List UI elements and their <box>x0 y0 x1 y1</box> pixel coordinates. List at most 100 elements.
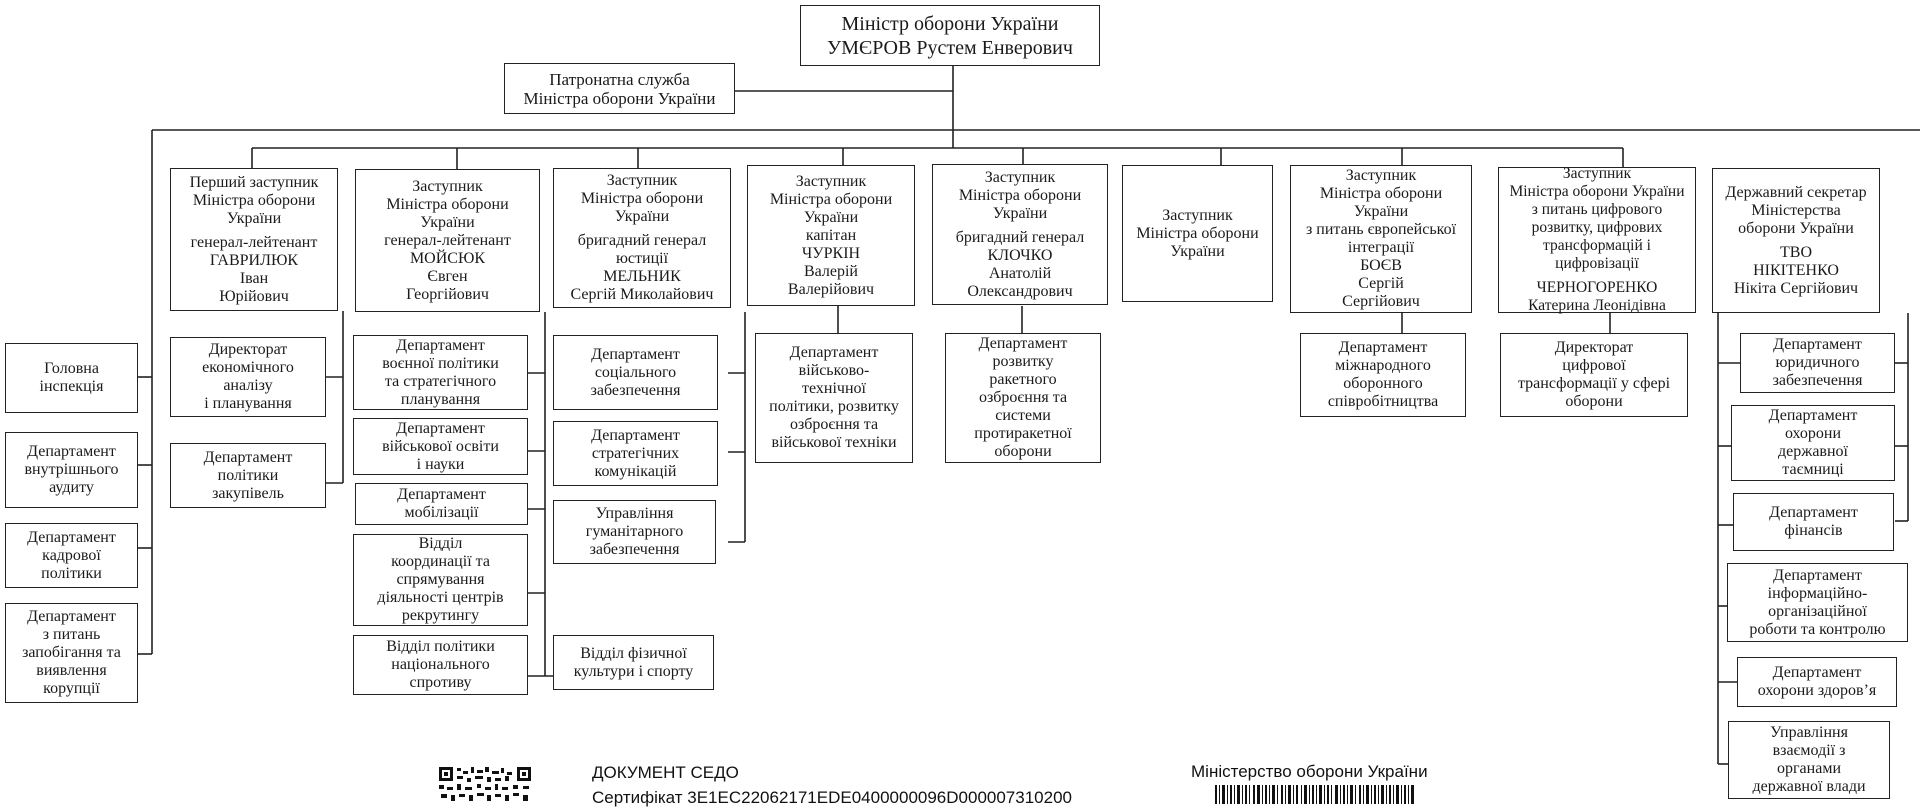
unit-anti-corruption[interactable]: Департамент з питань запобігання та вияв… <box>5 603 138 703</box>
deputy-title-line: України <box>1170 242 1225 260</box>
unit-recruiting-coordination[interactable]: Відділ координації та спрямування діяльн… <box>353 534 528 626</box>
unit-strategic-communications[interactable]: Департамент стратегічних комунікацій <box>553 421 718 486</box>
deputy-title-line: України <box>420 213 475 231</box>
unit-line: діяльності центрів <box>377 589 504 606</box>
unit-mobilization[interactable]: Департамент мобілізації <box>355 483 528 525</box>
unit-line: забезпечення <box>590 381 681 399</box>
unit-social-support[interactable]: Департамент соціального забезпечення <box>553 335 718 410</box>
deputy-title-line: Заступник <box>1345 167 1417 184</box>
deputy-patronymic: Сергійович <box>1342 293 1420 310</box>
unit-humanitarian-support[interactable]: Управління гуманітарного забезпечення <box>553 500 716 564</box>
deputy-box-vacant[interactable]: Заступник Міністра оборони України <box>1122 165 1273 302</box>
unit-personnel-policy[interactable]: Департамент кадрової політики <box>5 523 138 588</box>
deputy-title-line: України <box>226 209 282 227</box>
unit-line: забезпечення <box>1772 372 1863 389</box>
unit-line: спротиву <box>409 674 472 691</box>
unit-main-inspection[interactable]: Головна інспекція <box>5 343 138 413</box>
unit-line: охорони здоров’я <box>1757 682 1877 699</box>
unit-internal-audit[interactable]: Департамент внутрішнього аудиту <box>5 432 138 508</box>
unit-state-secrets[interactable]: Департамент охорони державної таємниці <box>1731 405 1895 481</box>
unit-line: Директорат <box>208 341 288 358</box>
deputy-title-line: трансформацій і <box>1543 237 1651 254</box>
unit-line: Департамент <box>1338 339 1428 356</box>
unit-line: органами <box>1776 760 1841 777</box>
unit-procurement-policy[interactable]: Департамент політики закупівель <box>170 443 326 508</box>
deputy-title-line: Заступник <box>412 177 483 195</box>
unit-economic-analysis[interactable]: Директорат економічного аналізу і планув… <box>170 337 326 417</box>
unit-line: Управління <box>595 505 674 522</box>
deputy-title-line: цифровізації <box>1555 255 1639 272</box>
unit-line: розвитку <box>992 353 1054 370</box>
state-secretary-box[interactable]: Державний секретар Міністерства оборони … <box>1712 168 1880 313</box>
unit-line: аналізу <box>223 377 273 394</box>
unit-line: охорони <box>1784 425 1842 442</box>
unit-government-relations[interactable]: Управління взаємодії з органами державно… <box>1728 721 1890 799</box>
deputy-box-moysiuk[interactable]: Заступник Міністра оборони України генер… <box>355 169 540 312</box>
unit-health-care[interactable]: Департамент охорони здоров’я <box>1737 657 1897 707</box>
unit-line: військової освіти <box>382 437 499 455</box>
unit-military-policy[interactable]: Департамент воєнної політики та стратегі… <box>353 335 528 410</box>
deputy-box-havryliuk[interactable]: Перший заступник Міністра оборони Україн… <box>170 168 338 311</box>
unit-digital-transformation[interactable]: Директорат цифрової трансформації у сфер… <box>1500 333 1688 417</box>
unit-physical-culture[interactable]: Відділ фізичної культури і спорту <box>553 635 714 690</box>
minister-name: УМЄРОВ Рустем Енверович <box>827 36 1073 59</box>
unit-line: та стратегічного <box>384 372 497 390</box>
unit-line: державної <box>1778 443 1848 460</box>
unit-line: організаційної <box>1768 602 1867 620</box>
unit-international-cooperation[interactable]: Департамент міжнародного оборонного спів… <box>1300 333 1466 417</box>
deputy-title-line: Міністра оборони <box>386 195 509 213</box>
unit-line: протиракетної <box>974 425 1072 442</box>
unit-line: державної влади <box>1752 778 1866 795</box>
unit-line: системи <box>995 407 1051 424</box>
deputy-patronymic: Олександрович <box>967 282 1073 300</box>
unit-line: забезпечення <box>589 541 680 558</box>
deputy-rank: капітан <box>805 226 857 244</box>
minister-box[interactable]: Міністр оборони України УМЄРОВ Рустем Ен… <box>800 5 1100 66</box>
unit-line: співробітництва <box>1327 393 1439 410</box>
unit-line: Департамент <box>1773 336 1862 353</box>
unit-line: і планування <box>204 395 292 412</box>
deputy-box-chernohorenko[interactable]: Заступник Міністра оборони України з пит… <box>1498 165 1696 314</box>
unit-military-education[interactable]: Департамент військової освіти і науки <box>353 418 528 475</box>
deputy-title-line: Заступник <box>795 172 867 190</box>
deputy-box-boiev[interactable]: Заступник Міністра оборони України з пит… <box>1290 165 1472 313</box>
patronage-service-box[interactable]: Патронатна служба Міністра оборони Украї… <box>504 63 735 114</box>
deputy-rank: бригадний генерал <box>955 228 1085 246</box>
unit-line: військово- <box>798 362 870 379</box>
unit-line: економічного <box>202 359 294 376</box>
unit-line: запобігання та <box>22 644 121 661</box>
unit-line: Управління <box>1770 724 1848 741</box>
unit-line: таємниці <box>1782 461 1844 478</box>
deputy-full-name: Сергій Миколайович <box>570 286 714 303</box>
unit-line: оборони <box>1565 393 1623 410</box>
deputy-name: Валерій <box>803 262 858 280</box>
unit-information-organizational[interactable]: Департамент інформаційно- організаційної… <box>1727 563 1908 642</box>
deputy-title-line: оборони України <box>1738 219 1854 237</box>
deputy-title-line: України <box>1353 203 1409 220</box>
unit-line: ракетного <box>989 371 1057 388</box>
unit-finance[interactable]: Департамент фінансів <box>1733 493 1894 551</box>
deputy-title-line: Заступник <box>984 168 1056 186</box>
deputy-name: Сергій <box>1358 275 1404 292</box>
deputy-title-line: з питань європейської <box>1305 221 1457 238</box>
deputy-rank-suffix: юстиції <box>615 250 669 267</box>
unit-legal-support[interactable]: Департамент юридичного забезпечення <box>1740 333 1895 393</box>
unit-line: стратегічних <box>591 444 680 462</box>
barcode-icon <box>1215 785 1414 804</box>
unit-line: інспекція <box>39 378 104 395</box>
unit-military-technical-policy[interactable]: Департамент військово- технічної політик… <box>755 333 913 463</box>
unit-line: національного <box>391 656 490 673</box>
deputy-title-line: України <box>803 208 859 226</box>
unit-line: Департамент <box>203 448 293 466</box>
deputy-title-line: Міністра оборони <box>192 191 316 209</box>
deputy-box-melnyk[interactable]: Заступник Міністра оборони України брига… <box>553 168 731 308</box>
unit-line: Департамент <box>397 486 486 503</box>
unit-line: закупівель <box>212 484 284 502</box>
deputy-box-churkin[interactable]: Заступник Міністра оборони України капіт… <box>747 165 915 306</box>
unit-line: Департамент <box>27 608 116 625</box>
deputy-name: Євген <box>427 267 468 285</box>
deputy-box-klochko[interactable]: Заступник Міністра оборони України брига… <box>932 164 1108 305</box>
deputy-surname: НІКІТЕНКО <box>1753 261 1839 279</box>
unit-missile-defense[interactable]: Департамент розвитку ракетного озброєння… <box>945 333 1101 463</box>
unit-national-resistance[interactable]: Відділ політики національного спротиву <box>353 635 528 695</box>
